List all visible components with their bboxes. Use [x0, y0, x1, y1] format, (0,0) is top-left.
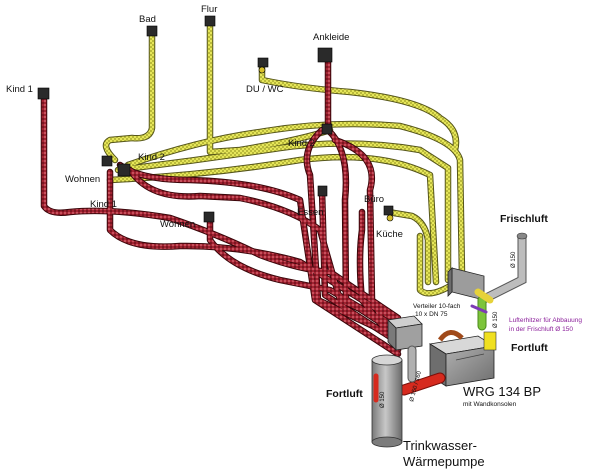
label-pump-1: Trinkwasser-: [403, 438, 477, 453]
label-kind1-top: Kind 1: [6, 84, 33, 95]
heat-pump-cylinder: [371, 354, 403, 448]
label-essen: Essen: [297, 207, 323, 218]
valve-kind1-top: [37, 87, 50, 100]
label-fortluft-left: Fortluft: [326, 388, 363, 400]
valve-du-wc-cap: [258, 66, 266, 74]
label-kind2-left: Kind 2: [138, 152, 165, 163]
valve-du-wc: [257, 57, 269, 68]
exhaust-pipe: [398, 345, 446, 396]
label-dim-150-c: Ø 150: [380, 391, 386, 408]
valve-kind2-left: [117, 163, 131, 177]
room-labels: Bad Flur Ankleide Kind 1 DU / WC Kind 2 …: [6, 4, 403, 240]
label-verteiler-2: 10 x DN 75: [415, 311, 448, 318]
valve-essen: [317, 185, 328, 197]
label-kueche: Küche: [376, 229, 403, 240]
label-buero: Büro: [364, 194, 384, 205]
label-ankleide: Ankleide: [313, 32, 349, 43]
label-heater-1: Lufterhitzer für Abbauung: [509, 317, 582, 324]
label-dim-150-b: Ø 150: [493, 311, 499, 328]
label-bad: Bad: [139, 14, 156, 25]
label-frischluft: Frischluft: [500, 213, 548, 225]
label-wohnen-left: Wohnen: [65, 174, 100, 185]
valve-buero-cap: [386, 214, 394, 222]
valve-kind2-right: [321, 123, 333, 135]
equipment-labels: Frischluft Fortluft Fortluft Verteiler 1…: [326, 213, 582, 469]
room-terminals: [37, 15, 394, 223]
label-kind2-right: Kind 2: [288, 138, 315, 149]
label-wohnen-mid: Wohnen: [160, 219, 195, 230]
label-pump-2: Wärmepumpe: [403, 454, 485, 469]
valve-bad: [146, 25, 158, 37]
valve-flur: [204, 15, 216, 27]
label-kind1-mid: Kind 1: [90, 199, 117, 210]
valve-wohnen-left: [101, 155, 113, 167]
label-flur: Flur: [201, 4, 217, 15]
valve-ankleide: [317, 47, 333, 63]
valve-buero: [383, 205, 394, 216]
label-du-wc: DU / WC: [246, 84, 284, 95]
label-heater-2: in der Frischluft Ø 150: [509, 326, 573, 333]
label-dim-150-a: Ø 150: [511, 251, 517, 268]
valve-wohnen-mid: [203, 211, 215, 223]
label-wrg-sub: mit Wandkonsolen: [463, 401, 517, 408]
label-fortluft-right: Fortluft: [511, 342, 548, 354]
label-wrg-name: WRG 134 BP: [463, 384, 541, 399]
label-verteiler-1: Verteiler 10-fach: [413, 303, 461, 310]
distributor-box: [387, 315, 423, 351]
fresh-air-pipe: [470, 232, 528, 331]
